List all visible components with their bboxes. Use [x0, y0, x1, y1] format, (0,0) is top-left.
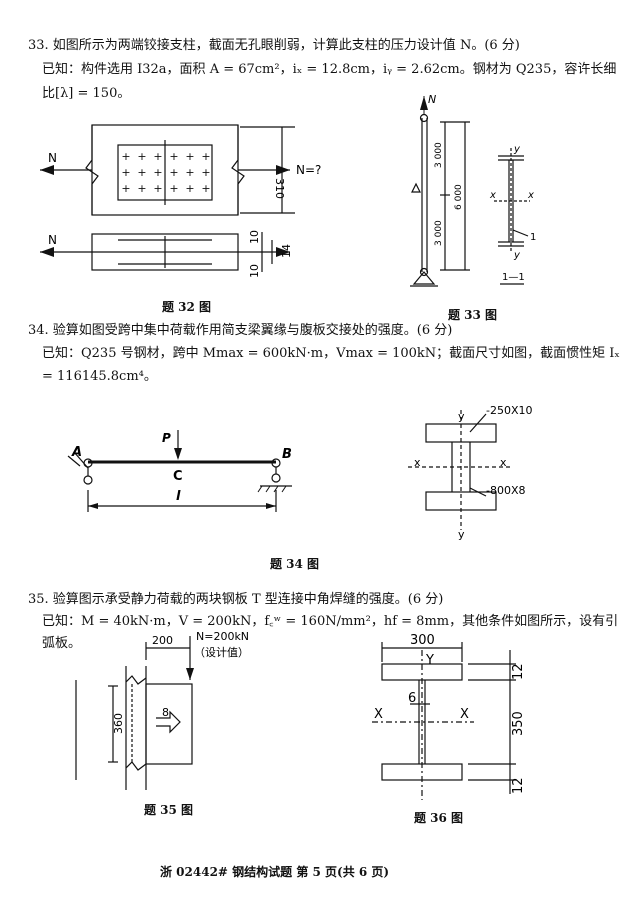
fig34-P: P: [162, 431, 171, 445]
fig33-y-top: y: [513, 144, 521, 155]
fig36-dim-12b: 12: [511, 777, 526, 794]
fig36-dim-12a: 12: [511, 663, 526, 680]
q35-line2: 已知：M = 40kN·m，V = 200kN，f꜀ʷ = 160N/mm²，h…: [42, 614, 619, 629]
fig36-X-left: X: [374, 707, 383, 722]
fig32-dim-14: 14: [280, 244, 293, 258]
svg-text:+: +: [201, 182, 210, 195]
fig33-dim-top: 3 000: [434, 142, 444, 168]
fig35-weld: 8: [162, 706, 169, 719]
fig35-load: N=200kN: [196, 630, 249, 643]
svg-text:+: +: [121, 166, 130, 179]
fig33-x-right: x: [527, 190, 534, 201]
fig33-x-left: x: [489, 190, 496, 201]
fig36-caption: 题 36 图: [414, 811, 464, 825]
fig32-N-left: N: [48, 151, 57, 165]
fig33-y-bot: y: [513, 250, 521, 261]
svg-text:+: +: [137, 182, 146, 195]
fig35-caption: 题 35 图: [144, 803, 194, 817]
svg-text:+: +: [169, 150, 178, 163]
svg-text:+: +: [169, 166, 178, 179]
fig34-B: B: [282, 447, 292, 462]
fig35-load-note: （设计值）: [194, 646, 249, 659]
fig34-x-left: x: [414, 456, 421, 469]
fig34-flange: -250X10: [486, 404, 533, 417]
fig35-dim-200: 200: [152, 634, 173, 647]
fig33-dim-bot: 3 000: [434, 220, 444, 246]
svg-text:+: +: [185, 182, 194, 195]
fig33-label-1: 1: [530, 232, 536, 243]
fig34-y-top: y: [458, 410, 465, 423]
fig36-dim-6: 6: [408, 691, 416, 706]
fig34-l: l: [176, 489, 181, 504]
q33-line2: 已知：构件选用 I32a，面积 A = 67cm²，iₓ = 12.8cm，iᵧ…: [42, 62, 617, 77]
figure-36: 300 Y 6 X X 12 350 12: [372, 633, 526, 800]
fig32-N-left2: N: [48, 233, 57, 247]
svg-text:+: +: [153, 182, 162, 195]
figure-32: + + + + + + + + + + + + + + + + + + N N=? 310 N 10 1…: [40, 124, 321, 278]
fig33-section: 1—1: [502, 272, 525, 283]
page-footer: 浙 02442# 钢结构试题 第 5 页(共 6 页): [160, 865, 390, 879]
q34-line3: = 116145.8cm⁴。: [42, 369, 157, 384]
fig36-Y: Y: [425, 653, 434, 668]
fig34-caption: 题 34 图: [270, 557, 320, 571]
figure-34: P A B C l -250X10 -800X8 y y x x: [67, 404, 533, 541]
fig32-dim-310: 310: [273, 178, 286, 199]
fig35-dim-360: 360: [112, 713, 125, 734]
svg-text:+: +: [121, 182, 130, 195]
fig33-N: N: [428, 93, 436, 106]
fig36-dim-300: 300: [410, 633, 435, 648]
svg-text:+: +: [121, 150, 130, 163]
fig36-X-right: X: [460, 707, 469, 722]
svg-text:+: +: [185, 166, 194, 179]
svg-text:+: +: [201, 150, 210, 163]
svg-text:+: +: [137, 150, 146, 163]
q34-line1: 34. 验算如图受跨中集中荷载作用简支梁翼缘与腹板交接处的强度。(6 分): [28, 323, 453, 338]
fig34-x-right: x: [500, 456, 507, 469]
svg-text:+: +: [201, 166, 210, 179]
fig36-dim-350: 350: [511, 711, 526, 736]
fig34-C: C: [173, 469, 183, 484]
figure-35: 200 N=200kN （设计值） 360 8: [75, 630, 249, 790]
svg-text:+: +: [153, 150, 162, 163]
svg-text:+: +: [137, 166, 146, 179]
q33-line3: 比[λ] = 150。: [42, 86, 131, 101]
fig32-N-right: N=?: [296, 163, 321, 177]
fig34-A: A: [71, 445, 82, 460]
fig34-web: -800X8: [486, 484, 526, 497]
q34-line2: 已知：Q235 号钢材，跨中 Mmax = 600kN·m，Vmax = 100…: [42, 346, 620, 361]
figure-33: N 3 000 3 000 6 000 y x x y 1 1—1: [410, 93, 536, 287]
q33-line1: 33. 如图所示为两端铰接支柱，截面无孔眼削弱，计算此支柱的压力设计值 N。(6…: [28, 38, 520, 53]
svg-text:+: +: [153, 166, 162, 179]
fig33-dim-total: 6 000: [454, 184, 464, 210]
fig32-dim-10b: 10: [248, 264, 261, 278]
fig32-caption: 题 32 图: [162, 300, 212, 314]
svg-text:+: +: [169, 182, 178, 195]
fig33-caption: 题 33 图: [448, 308, 498, 322]
fig32-dim-10a: 10: [248, 230, 261, 244]
fig34-y-bot: y: [458, 528, 465, 541]
q35-line3: 弧板。: [42, 636, 82, 651]
q35-line1: 35. 验算图示承受静力荷载的两块钢板 T 型连接中角焊缝的强度。(6 分): [28, 592, 444, 607]
svg-text:+: +: [185, 150, 194, 163]
